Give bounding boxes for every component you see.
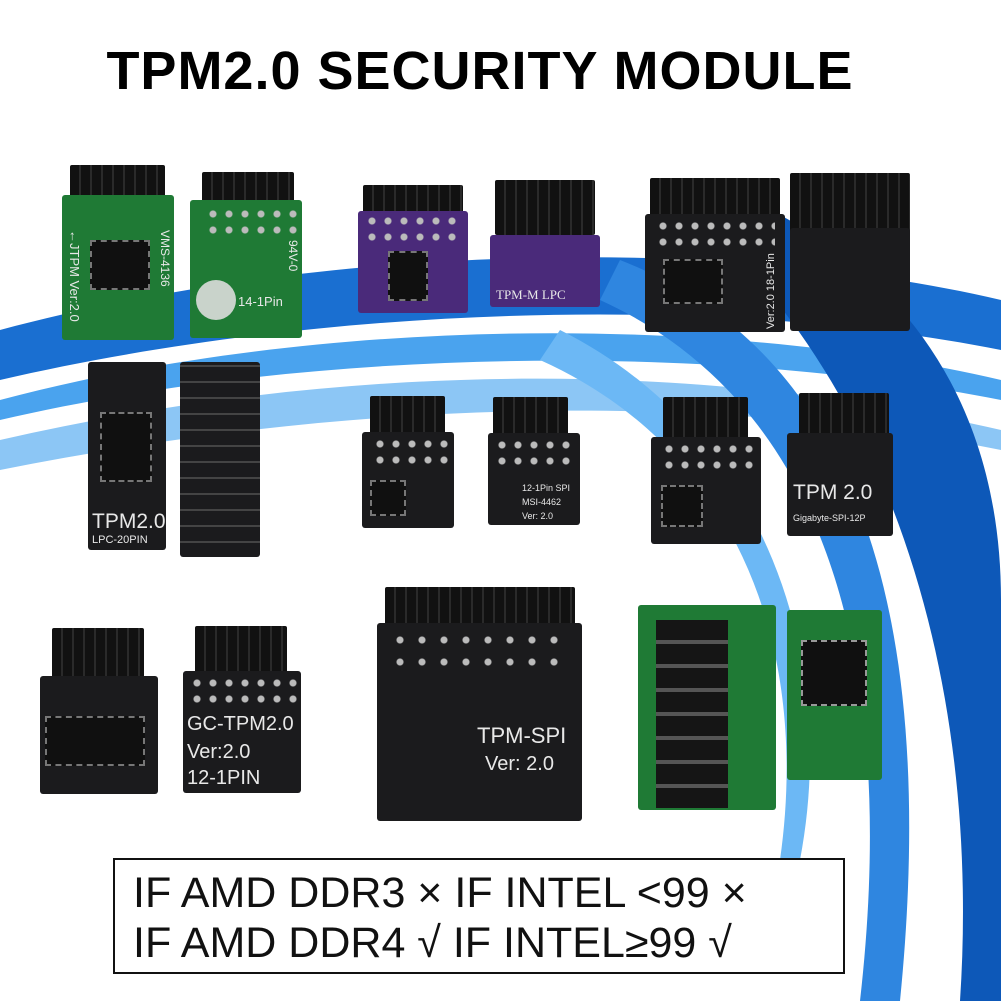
module-label: TPM 2.0 [793, 481, 873, 504]
module-label: GC-TPM2.0 [187, 713, 294, 735]
module-label: 14-1Pin [238, 294, 283, 309]
module-label: TPM2.0 [92, 510, 166, 533]
compatibility-line-1: IF AMD DDR3 × IF INTEL <99 × [133, 869, 747, 917]
compatibility-line-2: IF AMD DDR4 √ IF INTEL≥99 √ [133, 919, 732, 967]
module-label: VMS-4136 [158, 230, 172, 287]
module-label: Ver: 2.0 [522, 511, 554, 521]
module-label: Ver:2.0 [187, 741, 251, 763]
module-label: 12-1PIN [187, 767, 261, 789]
page-title: TPM2.0 SECURITY MODULE [106, 41, 854, 101]
module-label: 94V-0 [286, 240, 300, 272]
module-label: Gigabyte-SPI-12P [793, 513, 866, 523]
module-label: 12-1Pin SPI [522, 483, 571, 493]
module-label: TPM-M LPC [496, 287, 566, 302]
module-label: LPC-20PIN [92, 534, 148, 546]
module-label: Ver: 2.0 [485, 753, 554, 775]
module-label: TPM-SPI [477, 723, 567, 748]
module-label: MSI-4462 [522, 497, 562, 507]
module-label: ←JTPM Ver:2.0 [67, 230, 82, 322]
module-label: Ver:2.0 18-1Pin [765, 253, 777, 329]
compatibility-box: IF AMD DDR3 × IF INTEL <99 × IF AMD DDR4… [113, 858, 845, 974]
